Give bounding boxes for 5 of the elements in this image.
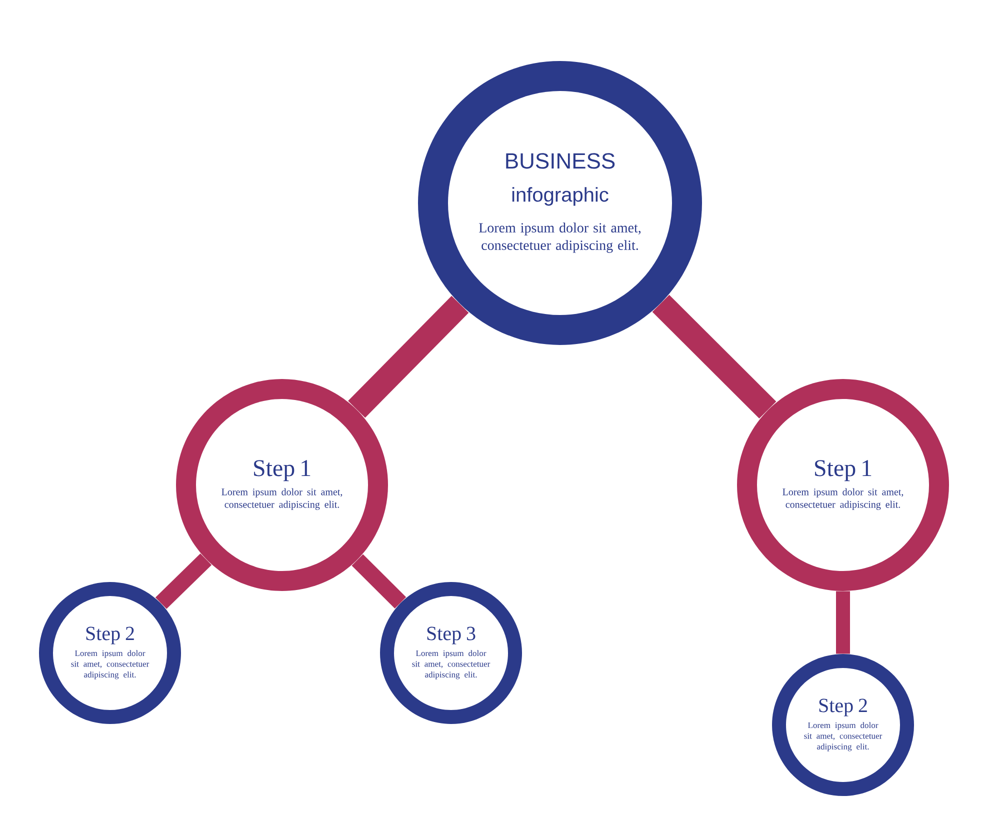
connector-band xyxy=(155,554,212,609)
connector-band xyxy=(352,554,406,608)
connector-band xyxy=(836,591,850,654)
connector-band xyxy=(348,296,469,418)
connector-band xyxy=(652,294,776,418)
